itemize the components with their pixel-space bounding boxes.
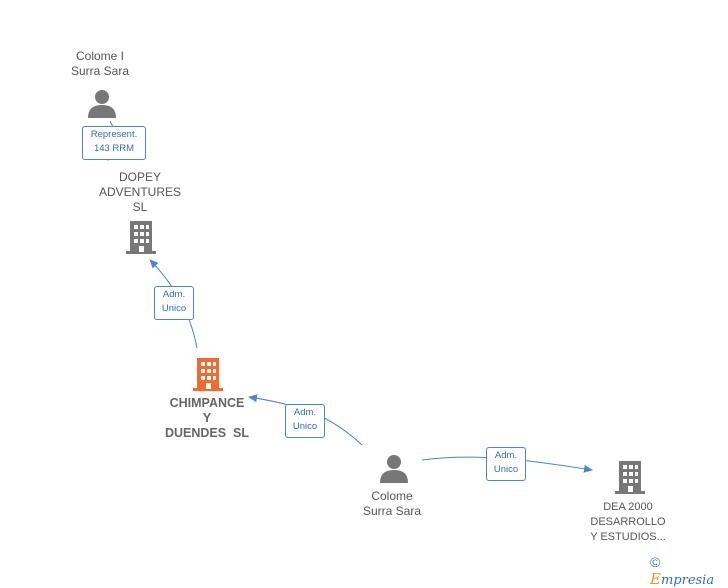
building-icon[interactable] (615, 459, 647, 495)
person-name-line1: Colome (371, 489, 413, 503)
brand-footer[interactable]: © Empresia (650, 554, 728, 588)
company-name-line1: DEA 2000 (603, 501, 653, 513)
company-name-line2: DESARROLLO (590, 516, 666, 528)
company-name-line3: DUENDES SL (164, 426, 250, 440)
building-icon[interactable] (126, 219, 158, 255)
edge-label-line2: Unico (292, 421, 318, 432)
company-name-line1: DOPEY (118, 170, 161, 184)
company-name-line3: SL (132, 200, 148, 214)
company-name-line1: CHIMPANCE (169, 396, 245, 410)
edge-label-line1: Adm. (494, 450, 518, 461)
company-node-dea-label[interactable]: DEA 2000 DESARROLLO Y ESTUDIOS... (578, 500, 678, 545)
edge-label-line1: Adm. (293, 407, 317, 418)
person-node-colome-mid-label[interactable]: Colome Surra Sara (342, 489, 442, 519)
person-icon[interactable] (378, 453, 410, 485)
edge-label-line2: Unico (161, 303, 187, 314)
building-icon-highlighted[interactable] (193, 356, 225, 392)
edge-label-adm-unico-chimpance[interactable]: Adm. Unico (285, 404, 325, 438)
brand-rest: mpresia (660, 573, 715, 588)
edge-label-line1: Represent. (90, 129, 138, 140)
edge-label-line2: Unico (493, 464, 519, 475)
edge-label-adm-unico-dea[interactable]: Adm. Unico (486, 447, 526, 481)
company-node-dopey-label[interactable]: DOPEY ADVENTURES SL (90, 170, 190, 215)
edge-label-line2: 143 RRM (93, 143, 135, 154)
edge-label-adm-unico-dopey[interactable]: Adm. Unico (154, 286, 194, 320)
person-name-line2: Surra Sara (362, 504, 422, 518)
person-node-colome-top-label[interactable]: Colome I Surra Sara (50, 49, 150, 79)
person-name-line2: Surra Sara (70, 64, 130, 78)
person-name-line1: Colome I (75, 49, 125, 63)
company-name-line2: ADVENTURES (98, 185, 181, 199)
company-name-line3: Y ESTUDIOS... (590, 531, 666, 543)
company-name-line2: Y (202, 411, 212, 425)
person-icon[interactable] (86, 88, 118, 120)
edge-label-line1: Adm. (162, 289, 186, 300)
brand-initial: E (650, 570, 661, 588)
company-node-chimpance-label[interactable]: CHIMPANCE Y DUENDES SL (152, 396, 262, 441)
copyright-symbol: © (650, 554, 661, 570)
edge-label-represent[interactable]: Represent. 143 RRM (82, 126, 146, 160)
brand-logo: Empresia (650, 570, 715, 588)
